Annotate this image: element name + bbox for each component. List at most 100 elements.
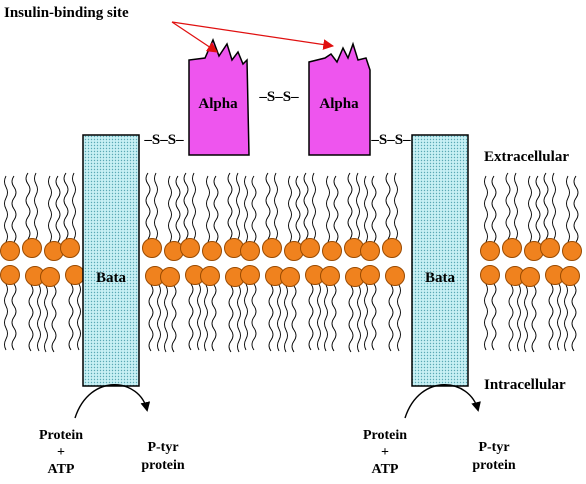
lipid-tail xyxy=(394,172,398,240)
alpha-subunit-left xyxy=(188,38,250,156)
disulfide-bond-center: –S–S– xyxy=(258,89,299,105)
svg-text:+: + xyxy=(57,445,65,460)
lipid-tail xyxy=(4,283,8,351)
binding-arrow-left xyxy=(171,21,218,53)
lipid-head xyxy=(280,267,300,287)
lipid-tail xyxy=(268,284,274,352)
lipid-tail xyxy=(484,175,488,243)
extracellular-label: Extracellular xyxy=(484,149,569,165)
lipid-head xyxy=(0,241,20,261)
disulfide-bond-right: –S–S– xyxy=(370,132,411,148)
alpha-right-label: Alpha xyxy=(319,96,359,112)
lipid-tail xyxy=(251,175,257,243)
lipid-head xyxy=(480,241,500,261)
lipid-tail xyxy=(25,172,31,240)
left-product-label: P-tyr protein xyxy=(141,440,185,473)
lipid-tail xyxy=(295,175,301,243)
lipid-tail xyxy=(543,172,549,240)
lipid-tail xyxy=(265,172,271,240)
alpha-subunit-right xyxy=(308,41,371,156)
lipid-tail xyxy=(514,172,518,240)
left-substrate-label: Protein + ATP xyxy=(39,428,83,477)
beta-left-label: Bata xyxy=(96,270,127,286)
lipid-tail xyxy=(357,285,361,353)
lipid-tail xyxy=(145,172,151,240)
lipid-head xyxy=(200,266,220,286)
lipid-tail xyxy=(356,172,360,240)
lipid-tail xyxy=(548,283,554,351)
lipid-tail xyxy=(37,284,41,352)
lipid-tail xyxy=(505,172,511,240)
lipid-head xyxy=(142,238,162,258)
lipid-tail xyxy=(317,283,321,351)
lipid-tail xyxy=(326,175,330,243)
lipid-tail xyxy=(484,283,488,351)
reaction-arrow-right xyxy=(404,384,481,419)
disulfide-bond-left: –S–S– xyxy=(143,132,184,148)
lipid-tail xyxy=(4,175,8,243)
lipid-head xyxy=(322,241,342,261)
right-product-label: P-tyr protein xyxy=(472,440,516,473)
lipid-tail xyxy=(277,284,281,352)
svg-text:Protein: Protein xyxy=(39,428,83,443)
lipid-head xyxy=(360,241,380,261)
lipid-tail xyxy=(68,283,74,351)
lipid-tail xyxy=(228,285,234,353)
lipid-tail xyxy=(204,284,208,352)
lipid-tail xyxy=(552,172,556,240)
lipid-tail xyxy=(284,285,288,353)
right-substrate-label: Protein + ATP xyxy=(363,428,407,477)
lipid-tail xyxy=(517,284,521,352)
lipid-tail xyxy=(188,283,194,351)
lipid-tail xyxy=(524,285,528,353)
lipid-tail xyxy=(528,175,532,243)
lipid-tail xyxy=(274,172,278,240)
lipid-tail xyxy=(192,172,196,240)
lipid-tail xyxy=(308,283,314,351)
lipid-tail xyxy=(48,175,52,243)
lipid-tail xyxy=(571,284,577,352)
lipid-head xyxy=(360,265,380,285)
lipid-tail xyxy=(28,284,34,352)
lipid-tail xyxy=(324,284,328,352)
svg-text:P-tyr: P-tyr xyxy=(147,440,178,455)
lipid-tail xyxy=(171,285,177,353)
lipid-head xyxy=(540,238,560,258)
lipid-tail xyxy=(154,172,158,240)
lipid-tail xyxy=(168,175,172,243)
lipid-tail xyxy=(213,175,219,243)
lipid-head xyxy=(480,265,500,285)
lipid-tail xyxy=(34,172,38,240)
lipid-tail xyxy=(531,285,537,353)
svg-text:+: + xyxy=(381,445,389,460)
lipid-tail xyxy=(183,172,189,240)
lipid-head xyxy=(320,266,340,286)
lipid-head xyxy=(560,266,580,286)
lipid-tail xyxy=(333,175,339,243)
lipid-head xyxy=(160,267,180,287)
lipid-tail xyxy=(564,284,568,352)
lipid-head xyxy=(240,241,260,261)
lipid-tail xyxy=(348,285,354,353)
lipid-tail xyxy=(508,284,514,352)
lipid-tail xyxy=(364,175,368,243)
lipid-tail xyxy=(44,285,48,353)
lipid-tail xyxy=(77,283,81,351)
binding-arrow-right xyxy=(171,21,335,50)
lipid-head xyxy=(300,238,320,258)
lipid-tail xyxy=(206,175,210,243)
lipid-head xyxy=(262,238,282,258)
lipid-tail xyxy=(397,284,401,352)
intracellular-label: Intracellular xyxy=(484,377,566,393)
lipid-tail xyxy=(11,283,17,351)
lipid-head xyxy=(60,238,80,258)
lipid-tail xyxy=(331,284,337,352)
lipid-head xyxy=(202,241,222,261)
lipid-tail xyxy=(244,175,248,243)
lipid-tail xyxy=(385,172,391,240)
lipid-tail xyxy=(491,175,497,243)
alpha-left-label: Alpha xyxy=(198,96,238,112)
lipid-tail xyxy=(72,172,76,240)
beta-subunit-left xyxy=(82,134,140,387)
lipid-tail xyxy=(175,175,181,243)
